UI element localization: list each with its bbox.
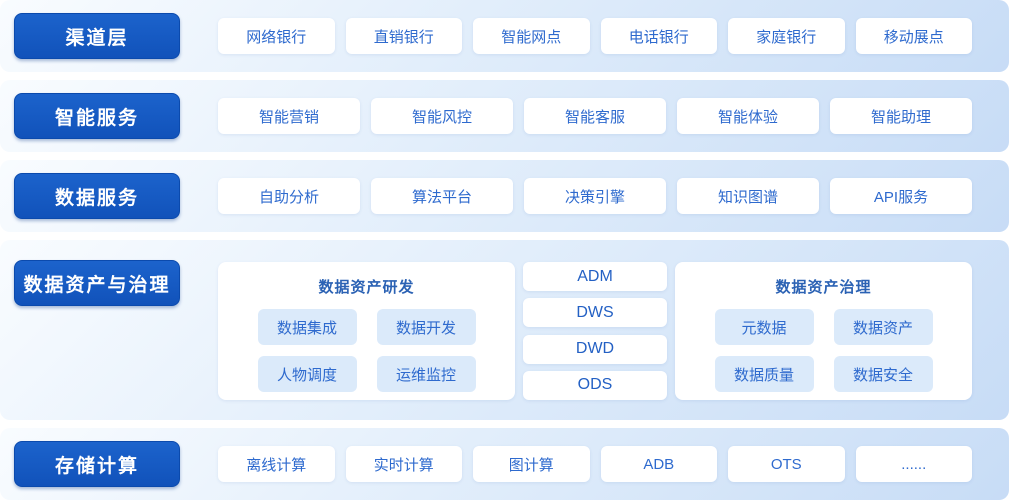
data-item-algorithm-platform: 算法平台 bbox=[371, 178, 513, 214]
channel-item-smart-branch: 智能网点 bbox=[473, 18, 590, 54]
dw-layer-adm: ADM bbox=[523, 262, 667, 291]
service-item-smart-customer-service: 智能客服 bbox=[524, 98, 666, 134]
intelligent-service-label: 智能服务 bbox=[14, 93, 180, 139]
storage-item-adb: ADB bbox=[600, 446, 717, 482]
service-item-smart-marketing: 智能营销 bbox=[218, 98, 360, 134]
service-item-smart-experience: 智能体验 bbox=[677, 98, 819, 134]
service-item-smart-risk: 智能风控 bbox=[371, 98, 513, 134]
storage-item-offline-compute: 离线计算 bbox=[218, 446, 335, 482]
data-asset-dev-panel: 数据资产研发 数据集成 数据开发 人物调度 运维监控 bbox=[218, 262, 515, 400]
channel-layer-band: 渠道层 网络银行 直销银行 智能网点 电话银行 家庭银行 移动展点 bbox=[0, 0, 1009, 72]
data-asset-gov-grid: 元数据 数据资产 数据质量 数据安全 bbox=[675, 309, 972, 392]
storage-item-ots: OTS bbox=[728, 446, 845, 482]
intelligent-service-items: 智能营销 智能风控 智能客服 智能体验 智能助理 bbox=[218, 98, 972, 134]
dev-item-data-development: 数据开发 bbox=[376, 309, 476, 345]
intelligent-service-band: 智能服务 智能营销 智能风控 智能客服 智能体验 智能助理 bbox=[0, 80, 1009, 152]
dev-item-data-integration: 数据集成 bbox=[257, 309, 357, 345]
data-warehouse-stack: ADM DWS DWD ODS bbox=[523, 262, 667, 400]
dev-item-ops-monitoring: 运维监控 bbox=[376, 356, 476, 392]
data-item-self-analysis: 自助分析 bbox=[218, 178, 360, 214]
dev-item-task-scheduling: 人物调度 bbox=[257, 356, 357, 392]
data-asset-dev-grid: 数据集成 数据开发 人物调度 运维监控 bbox=[218, 309, 515, 392]
gov-item-data-quality: 数据质量 bbox=[714, 356, 814, 392]
data-service-items: 自助分析 算法平台 决策引擎 知识图谱 API服务 bbox=[218, 178, 972, 214]
channel-layer-label: 渠道层 bbox=[14, 13, 180, 59]
channel-item-home-bank: 家庭银行 bbox=[728, 18, 845, 54]
service-item-smart-assistant: 智能助理 bbox=[830, 98, 972, 134]
channel-item-online-bank: 网络银行 bbox=[218, 18, 335, 54]
data-asset-gov-title: 数据资产治理 bbox=[775, 279, 872, 296]
dw-layer-ods: ODS bbox=[523, 370, 667, 400]
channel-item-direct-bank: 直销银行 bbox=[345, 18, 462, 54]
data-item-decision-engine: 决策引擎 bbox=[524, 178, 666, 214]
storage-item-graph-compute: 图计算 bbox=[473, 446, 590, 482]
channel-item-phone-bank: 电话银行 bbox=[600, 18, 717, 54]
data-service-band: 数据服务 自助分析 算法平台 决策引擎 知识图谱 API服务 bbox=[0, 160, 1009, 232]
storage-compute-band: 存储计算 离线计算 实时计算 图计算 ADB OTS ...... bbox=[0, 428, 1009, 500]
storage-compute-label: 存储计算 bbox=[14, 441, 180, 487]
channel-items: 网络银行 直销银行 智能网点 电话银行 家庭银行 移动展点 bbox=[218, 18, 972, 54]
data-asset-gov-panel: 数据资产治理 元数据 数据资产 数据质量 数据安全 bbox=[675, 262, 972, 400]
governance-content: 数据资产研发 数据集成 数据开发 人物调度 运维监控 ADM DWS DWD O… bbox=[218, 262, 972, 400]
dw-layer-dws: DWS bbox=[523, 298, 667, 328]
data-asset-dev-title: 数据资产研发 bbox=[318, 279, 415, 296]
data-item-api-service: API服务 bbox=[830, 178, 972, 214]
storage-compute-items: 离线计算 实时计算 图计算 ADB OTS ...... bbox=[218, 446, 972, 482]
storage-item-realtime-compute: 实时计算 bbox=[345, 446, 462, 482]
data-asset-governance-band: 数据资产与治理 数据资产研发 数据集成 数据开发 人物调度 运维监控 ADM D… bbox=[0, 240, 1009, 420]
storage-item-ellipsis: ...... bbox=[855, 446, 972, 482]
dw-layer-dwd: DWD bbox=[523, 334, 667, 364]
gov-item-metadata: 元数据 bbox=[714, 309, 814, 345]
gov-item-data-security: 数据安全 bbox=[833, 356, 933, 392]
data-service-label: 数据服务 bbox=[14, 173, 180, 219]
gov-item-data-asset: 数据资产 bbox=[833, 309, 933, 345]
data-item-knowledge-graph: 知识图谱 bbox=[677, 178, 819, 214]
data-asset-governance-label: 数据资产与治理 bbox=[14, 260, 180, 306]
channel-item-mobile-outlet: 移动展点 bbox=[855, 18, 972, 54]
